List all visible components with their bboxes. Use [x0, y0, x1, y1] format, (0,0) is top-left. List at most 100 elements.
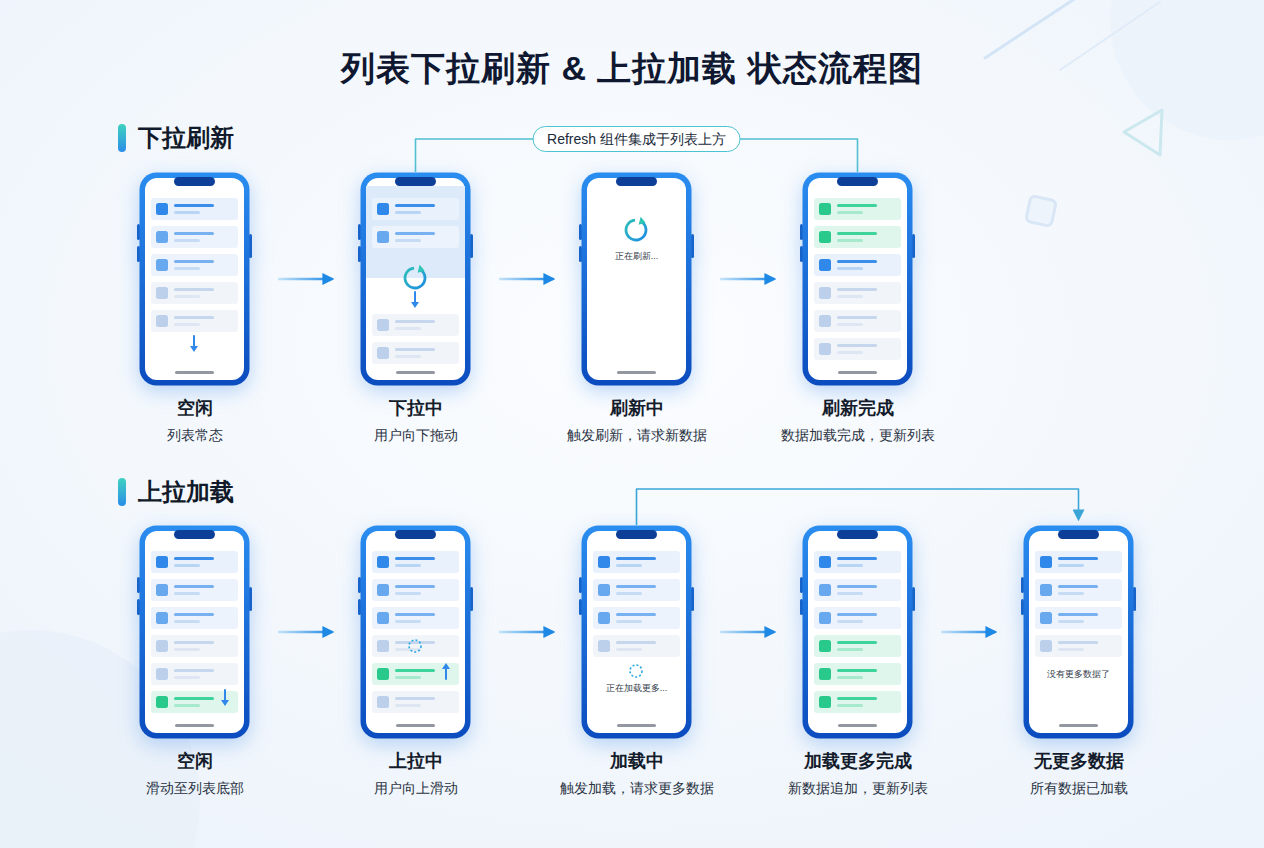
list-row — [814, 310, 901, 332]
state-description: 用户向上滑动 — [306, 779, 526, 797]
decor-triangle — [1124, 110, 1162, 155]
row-line — [616, 557, 656, 560]
home-indicator — [1059, 724, 1098, 727]
row-line — [395, 557, 435, 560]
row-line — [837, 344, 877, 347]
decor-square — [1026, 196, 1057, 227]
row-line — [174, 557, 214, 560]
phone-frame — [582, 173, 692, 386]
row-icon — [156, 203, 168, 215]
list-row — [1035, 607, 1122, 629]
row-icon — [156, 584, 168, 596]
row-line — [395, 620, 421, 623]
row-line — [616, 641, 656, 644]
phone-notch — [616, 530, 657, 539]
row-line — [837, 204, 877, 207]
phone-illustration — [139, 172, 250, 386]
list-row — [151, 226, 238, 248]
row-line — [616, 648, 642, 651]
row-line — [837, 351, 863, 354]
phone-state: 刷新完成数据加载完成，更新列表 — [802, 172, 913, 386]
row-line — [174, 267, 200, 270]
row-icon — [1040, 612, 1052, 624]
row-icon — [819, 315, 831, 327]
home-indicator — [617, 724, 656, 727]
list-row — [814, 282, 901, 304]
row-line — [616, 613, 656, 616]
phone-frame — [803, 173, 913, 386]
row-line — [837, 239, 863, 242]
state-name: 刷新中 — [527, 397, 747, 419]
section-marker — [118, 124, 126, 152]
list-row — [372, 551, 459, 573]
row-icon — [156, 259, 168, 271]
home-indicator — [617, 371, 656, 374]
row-line — [174, 295, 200, 298]
row-line — [395, 648, 421, 651]
transition-arrow — [499, 631, 553, 634]
row-line — [174, 704, 200, 707]
row-line — [395, 697, 435, 700]
decor-line — [1060, 2, 1160, 70]
list-row — [372, 607, 459, 629]
row-line — [837, 592, 863, 595]
home-indicator — [396, 371, 435, 374]
list-row — [814, 663, 901, 685]
list-row — [372, 663, 459, 685]
row-line — [174, 316, 214, 319]
row-line — [174, 592, 200, 595]
phone-state: 空闲滑动至列表底部 — [139, 525, 250, 739]
row-line — [395, 676, 421, 679]
row-line — [174, 204, 214, 207]
list-row — [151, 635, 238, 657]
row-line — [1058, 592, 1084, 595]
phone-frame — [1024, 526, 1134, 739]
row-line — [616, 620, 642, 623]
list-row — [1035, 551, 1122, 573]
row-line — [837, 585, 877, 588]
bracket-connector — [637, 489, 1079, 525]
row-line — [1058, 557, 1098, 560]
row-line — [1058, 641, 1098, 644]
row-icon — [819, 556, 831, 568]
list-row — [814, 551, 901, 573]
row-line — [395, 669, 435, 672]
row-line — [174, 288, 214, 291]
home-indicator — [838, 371, 877, 374]
phone-frame — [140, 173, 250, 386]
direction-arrowhead — [221, 700, 229, 706]
list-row — [151, 663, 238, 685]
list-row — [372, 198, 459, 220]
row-line — [837, 557, 877, 560]
state-name: 刷新完成 — [748, 397, 968, 419]
state-name: 无更多数据 — [969, 750, 1189, 772]
row-line — [837, 288, 877, 291]
row-icon — [1040, 584, 1052, 596]
list-row — [814, 635, 901, 657]
list-row — [814, 338, 901, 360]
row-icon — [156, 640, 168, 652]
row-icon — [377, 696, 389, 708]
row-icon — [377, 231, 389, 243]
phone-illustration — [1023, 525, 1134, 739]
list-row — [814, 254, 901, 276]
phone-frame — [803, 526, 913, 739]
state-name: 上拉中 — [306, 750, 526, 772]
phone-illustration — [360, 525, 471, 739]
row-line — [395, 592, 421, 595]
row-icon — [598, 556, 610, 568]
row-line — [837, 260, 877, 263]
list-row — [151, 198, 238, 220]
row-icon — [819, 640, 831, 652]
list-row — [372, 691, 459, 713]
row-icon — [598, 612, 610, 624]
direction-arrow — [414, 292, 416, 303]
row-line — [174, 648, 200, 651]
phone-frame — [140, 526, 250, 739]
state-name: 下拉中 — [306, 397, 526, 419]
list-row — [372, 314, 459, 336]
row-line — [174, 260, 214, 263]
phone-notch — [837, 177, 878, 186]
phone-screen — [145, 531, 244, 733]
